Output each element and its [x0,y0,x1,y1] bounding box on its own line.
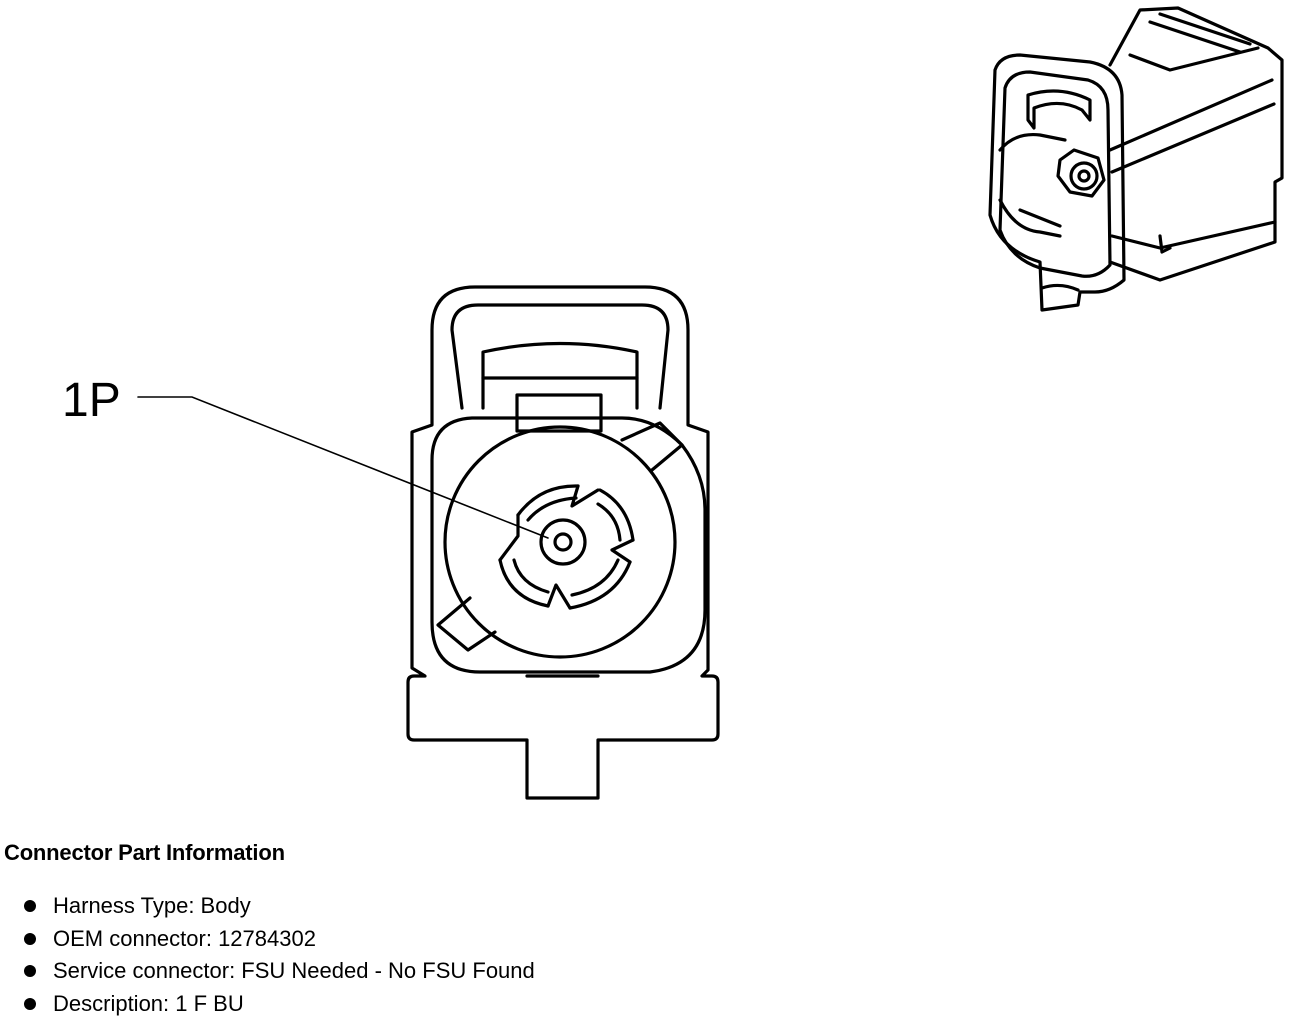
cavity-outline [430,416,707,674]
connector-isometric-view [988,6,1284,312]
terminal-shroud [443,425,677,659]
iso-body [1108,6,1284,282]
flange-notch-lower [436,596,497,652]
info-list: Harness Type: Body OEM connector: 127843… [4,890,904,1020]
iso-side-slot [1158,234,1172,254]
list-item-description: Description: 1 F BU [4,988,904,1021]
flange-notch-upper [620,421,684,472]
leader-line [137,396,549,539]
key-tab [515,393,603,433]
bullet-icon [24,900,36,912]
retainer-tab-top [570,484,600,508]
iso-shroud [998,132,1067,238]
retainer-tab-right [610,538,635,564]
pin-label-1p: 1P [62,374,121,427]
list-item-text: Service connector: FSU Needed - No FSU F… [53,958,535,983]
iso-side-lines [1108,78,1277,250]
list-item-service-connector: Service connector: FSU Needed - No FSU F… [4,955,904,988]
iso-tab-bottom [1040,283,1080,292]
iso-terminal-inner [1077,169,1091,183]
bullet-icon [24,932,36,945]
terminal-1p-outer [539,518,587,566]
list-item-text: Harness Type: Body [53,893,251,918]
list-item-oem-connector: OEM connector: 12784302 [4,923,904,956]
iso-terminal-outer [1069,161,1099,191]
list-item-harness-type: Harness Type: Body [4,890,904,923]
iso-retainer [1056,148,1106,198]
iso-latch [1026,89,1092,130]
bullet-icon [24,965,36,977]
list-item-text: OEM connector: 12784302 [53,925,316,951]
retainer-tab-left [498,513,520,562]
bullet-icon [24,997,36,1010]
retainer-ring-inner [512,496,622,597]
retainer-tab-bottom [546,583,572,610]
pin-callout: 1P [62,374,549,539]
housing-outline [406,285,720,800]
info-title: Connector Part Information [4,840,285,865]
connector-part-information: Connector Part Information Harness Type:… [4,838,904,1020]
terminal-1p-inner [553,532,573,552]
iso-top-ridge [1128,46,1260,72]
connector-face-view [406,285,720,800]
retainer-ring-outer [498,484,635,610]
iso-front-inner [998,70,1112,278]
iso-front-face [988,53,1126,312]
latch-loop [450,303,670,410]
list-item-text: Description: 1 F BU [53,990,244,1016]
latch-ridge [481,341,639,410]
iso-top-stripe [1148,12,1252,54]
